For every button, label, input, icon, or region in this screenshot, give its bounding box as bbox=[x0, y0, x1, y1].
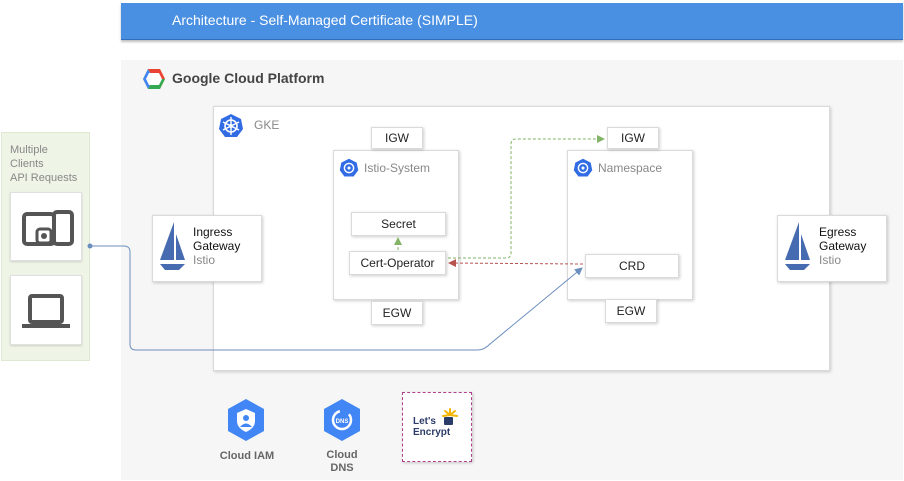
istio-sail-icon bbox=[160, 222, 185, 270]
letsencrypt-logo: Let's Encrypt bbox=[413, 416, 453, 438]
cloud-dns-icon: DNS bbox=[324, 399, 360, 441]
kubernetes-icon bbox=[339, 158, 359, 177]
letsencrypt-line1: Let's bbox=[413, 416, 436, 427]
laptop-client-box bbox=[10, 275, 82, 345]
clients-label-line: Multiple bbox=[10, 144, 48, 156]
cert-operator-box: Cert-Operator bbox=[349, 251, 446, 275]
secret-box: Secret bbox=[351, 212, 446, 236]
gateway-title-line: Ingress bbox=[193, 225, 233, 239]
cloud-iam-label: Cloud IAM bbox=[219, 450, 275, 462]
istio-sail-icon bbox=[785, 222, 810, 270]
letsencrypt-box bbox=[402, 392, 472, 462]
namespace-igw: IGW bbox=[607, 127, 659, 149]
clients-label-line: API Requests bbox=[10, 172, 78, 184]
cloud-iam-icon bbox=[228, 399, 264, 441]
gateway-title-line: Egress bbox=[819, 225, 857, 239]
gcp-logo-icon bbox=[143, 69, 165, 89]
cloud-dns-label-line: Cloud bbox=[326, 449, 358, 461]
crd-box: CRD bbox=[585, 254, 679, 278]
istio-system-igw: IGW bbox=[371, 127, 423, 149]
client-request-arrow bbox=[87, 243, 583, 351]
egress-gateway-label: Egress Gateway Istio bbox=[819, 225, 866, 267]
kubernetes-icon bbox=[219, 114, 243, 137]
letsencrypt-line2: Encrypt bbox=[413, 427, 451, 438]
laptop-icon bbox=[22, 294, 70, 328]
clients-label-line: Clients bbox=[10, 158, 44, 170]
gcp-label: Google Cloud Platform bbox=[172, 70, 325, 86]
sun-rays-icon bbox=[442, 408, 458, 417]
ingress-gateway-label: Ingress Gateway Istio bbox=[193, 225, 240, 267]
gke-cluster-box bbox=[213, 106, 830, 371]
cloud-dns-label: Cloud DNS bbox=[305, 449, 379, 475]
mobile-client-box bbox=[10, 192, 82, 261]
gateway-title-line: Gateway bbox=[193, 239, 241, 253]
title-bar bbox=[121, 3, 903, 40]
istio-system-label: Istio-System bbox=[364, 161, 431, 175]
istio-system-egw: EGW bbox=[371, 301, 423, 325]
gateway-sub-label: Istio bbox=[193, 253, 216, 267]
clients-label: Multiple Clients API Requests bbox=[10, 143, 90, 185]
gateway-sub-label: Istio bbox=[819, 253, 842, 267]
gke-label: GKE bbox=[254, 118, 280, 132]
svg-text:DNS: DNS bbox=[336, 419, 349, 425]
mobile-devices-icon bbox=[22, 210, 74, 246]
diagram-title: Architecture - Self-Managed Certificate … bbox=[172, 12, 478, 28]
kubernetes-icon bbox=[573, 158, 593, 177]
namespace-label: Namespace bbox=[598, 161, 663, 175]
padlock-icon bbox=[444, 417, 453, 425]
cert-operator-to-igw-arrow bbox=[448, 135, 605, 259]
namespace-egw: EGW bbox=[605, 299, 657, 323]
gateway-title-line: Gateway bbox=[819, 239, 867, 253]
cloud-dns-label-line: DNS bbox=[330, 462, 354, 474]
crd-to-cert-operator-arrow bbox=[448, 259, 584, 268]
